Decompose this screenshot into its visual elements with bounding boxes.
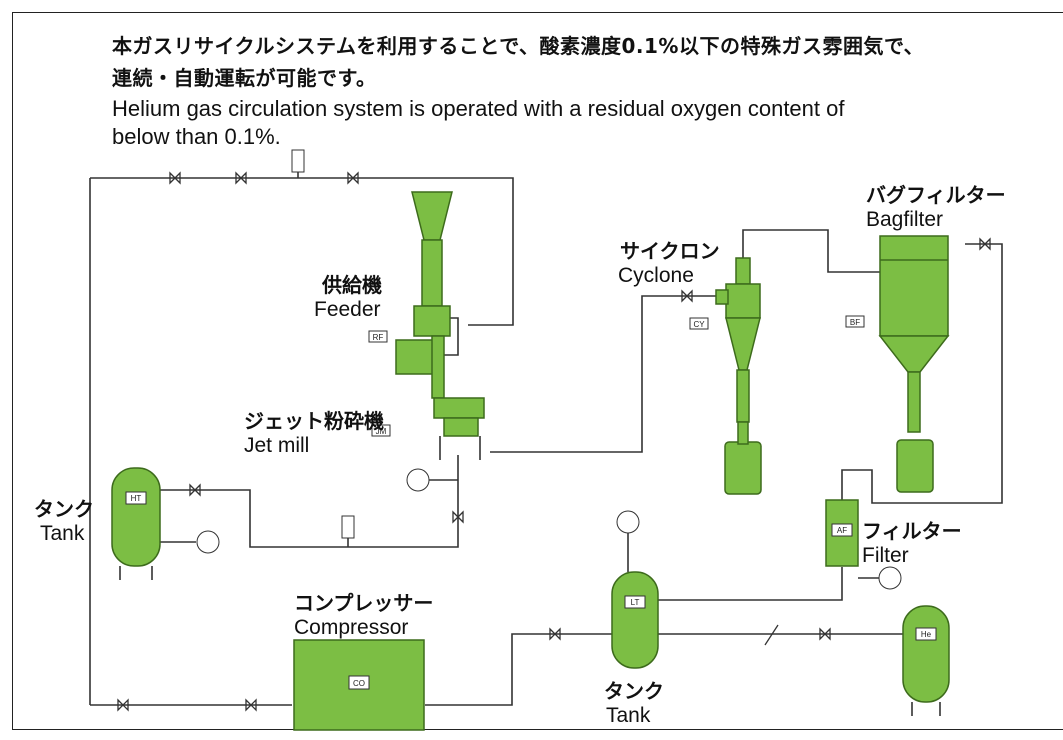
- bagfilter-valves: [907, 371, 921, 433]
- caption-jp-line1: 本ガスリサイクルシステムを利用することで、酸素濃度0.1%以下の特殊ガス雰囲気で…: [112, 34, 925, 58]
- feeder-equipment: RF: [368, 191, 453, 399]
- cyclone-collector: [724, 441, 762, 495]
- valve-icon: [169, 171, 181, 185]
- pipe-network: [89, 160, 1003, 706]
- jetmill-body: [443, 417, 479, 437]
- bagfilter-tag: [845, 315, 865, 328]
- feeder-tag: [368, 330, 388, 343]
- valve-icon: [347, 171, 359, 185]
- tank-bottom-body: [611, 571, 659, 669]
- valve-icon: [235, 171, 247, 185]
- pipe-cyclone-to-bagfilter: [742, 229, 880, 273]
- caption-en-line2: below than 0.1%.: [112, 124, 281, 149]
- filter-label-jp: フィルター: [862, 519, 962, 543]
- tank-bottom-equipment: LT: [611, 571, 659, 669]
- valve-icon: [681, 289, 693, 303]
- jetmill-equipment: JM: [371, 397, 485, 460]
- bagfilter-body: [879, 235, 949, 337]
- pipe-compressor-to-tank: [425, 633, 612, 706]
- compressor-label-en: Compressor: [294, 616, 408, 639]
- jetmill-top: [433, 397, 485, 419]
- tank-left-tag-text: HT: [131, 494, 142, 503]
- sensor-icon: [291, 149, 305, 173]
- cyclone-label-en: Cyclone: [618, 264, 694, 287]
- valve-icon: [819, 627, 831, 641]
- feeder-column: [421, 239, 443, 307]
- feeder-label-en: Feeder: [314, 298, 381, 321]
- cyclone-neck: [737, 421, 749, 445]
- check-valve-icon: [764, 624, 779, 646]
- jetmill-label-en: Jet mill: [244, 434, 309, 457]
- valve-icon: [245, 698, 257, 712]
- tank-bottom-tag: [624, 595, 646, 609]
- equipment-labels: 供給機 Feeder ジェット粉砕機 Jet mill サイクロン Cyclon…: [34, 183, 1006, 727]
- jetmill-label-jp: ジェット粉砕機: [244, 409, 384, 433]
- caption-jp-line2: 連続・自動運転が可能です。: [112, 66, 377, 90]
- cyclone-label-jp: サイクロン: [620, 239, 720, 263]
- bagfilter-label-en: Bagfilter: [866, 208, 943, 231]
- cyclone-valves: [736, 369, 750, 423]
- valve-icon: [189, 483, 201, 497]
- jetmill-tag: [371, 424, 391, 437]
- compressor-equipment: CO: [293, 639, 425, 731]
- cyclone-inlet: [715, 289, 729, 305]
- filter-equipment: AF: [825, 499, 859, 567]
- valve-icon: [549, 627, 561, 641]
- diagram-frame: [12, 12, 1063, 730]
- filter-label-en: Filter: [862, 544, 909, 567]
- tank-left-body: [111, 467, 161, 567]
- he-cylinder-tag-text: He: [921, 630, 932, 639]
- gauge-icon: [878, 566, 902, 590]
- cyclone-cone: [725, 317, 761, 371]
- tank-bottom-tag-text: LT: [631, 598, 640, 607]
- jetmill-tag-text: JM: [376, 427, 387, 436]
- bagfilter-tag-text: BF: [850, 318, 860, 327]
- tank-bottom-label-en: Tank: [606, 704, 651, 727]
- bagfilter-collector: [896, 439, 934, 493]
- he-cylinder-equipment: He: [902, 605, 950, 716]
- he-cylinder-tag: [915, 627, 937, 641]
- feeder-hopper: [411, 191, 453, 241]
- bagfilter-label-jp: バグフィルター: [866, 183, 1006, 207]
- feeder-tag-text: RF: [373, 333, 384, 342]
- filter-tag: [831, 523, 853, 537]
- feeder-motor: [395, 339, 437, 375]
- tank-bottom-label-jp: タンク: [604, 679, 664, 703]
- pipe-filter-to-bagfilter: [841, 243, 1003, 504]
- compressor-label-jp: コンプレッサー: [294, 591, 433, 615]
- tank-left-label-jp: タンク: [34, 497, 94, 521]
- valves: [117, 171, 991, 712]
- cyclone-barrel: [725, 283, 761, 319]
- he-cylinder-body: [902, 605, 950, 703]
- feeder-body: [413, 305, 451, 337]
- sensor-icon: [341, 515, 355, 539]
- gauge-icon: [616, 510, 640, 534]
- pipe-jetmill-to-cyclone: [490, 295, 717, 453]
- cyclone-outlet: [735, 257, 751, 285]
- gauges: [196, 149, 902, 590]
- tank-left-equipment: HT: [111, 467, 161, 580]
- cyclone-equipment: CY: [689, 257, 762, 495]
- gauge-icon: [406, 468, 430, 492]
- gauge-icon: [196, 530, 220, 554]
- filter-tag-text: AF: [837, 526, 847, 535]
- compressor-tag: [348, 675, 370, 690]
- valve-icon: [979, 237, 991, 251]
- valve-icon: [452, 510, 464, 524]
- tank-left-tag: [125, 491, 147, 505]
- valve-icon: [117, 698, 129, 712]
- pipe-feeder-loop: [440, 317, 459, 356]
- bagfilter-cone: [878, 335, 950, 373]
- cyclone-tag: [689, 317, 709, 330]
- compressor-tag-text: CO: [353, 679, 365, 688]
- tank-left-label-en: Tank: [40, 522, 85, 545]
- caption-en-line1: Helium gas circulation system is operate…: [112, 96, 845, 121]
- feeder-label-jp: 供給機: [321, 273, 382, 297]
- pipe-tank-to-filter: [658, 567, 843, 601]
- cyclone-tag-text: CY: [693, 320, 705, 329]
- bagfilter-equipment: BF: [845, 235, 950, 493]
- feeder-chute: [431, 335, 445, 399]
- pipe-top-return: [90, 177, 514, 326]
